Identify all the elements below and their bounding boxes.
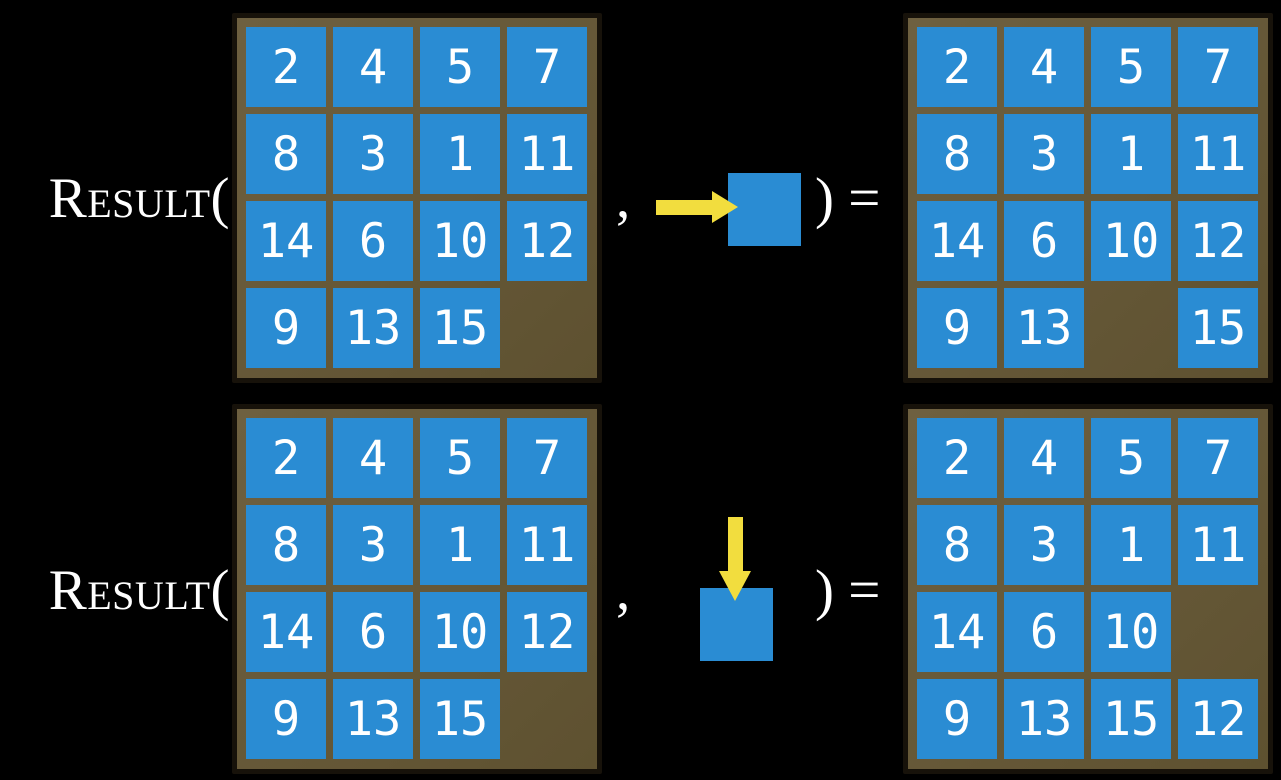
close-paren-equals-row1: ) = (815, 167, 881, 230)
puzzle-tile-9: 9 (246, 679, 326, 759)
puzzle-tile-4: 4 (333, 418, 413, 498)
puzzle-tile-15: 15 (420, 288, 500, 368)
puzzle-tile-11: 11 (507, 505, 587, 585)
puzzle-tile-4: 4 (333, 27, 413, 107)
puzzle-tile-7: 7 (507, 418, 587, 498)
puzzle-tile-8: 8 (917, 505, 997, 585)
moved-tile-square-row1 (728, 173, 801, 246)
puzzle-tile-14: 14 (246, 592, 326, 672)
puzzle-tile-12: 12 (1178, 679, 1258, 759)
puzzle-tile-6: 6 (333, 592, 413, 672)
move-right-arrow-icon (656, 191, 738, 224)
puzzle-tile-10: 10 (420, 592, 500, 672)
puzzle-tile-8: 8 (246, 505, 326, 585)
empty-cell (1178, 592, 1258, 672)
puzzle-tile-7: 7 (1178, 418, 1258, 498)
puzzle-tile-4: 4 (1004, 418, 1084, 498)
puzzle-tile-4: 4 (1004, 27, 1084, 107)
result-function-label-row1: Result( (48, 167, 230, 230)
puzzle-tile-6: 6 (1004, 592, 1084, 672)
puzzle-tile-1: 1 (1091, 505, 1171, 585)
puzzle-tile-7: 7 (507, 27, 587, 107)
puzzle-tile-12: 12 (507, 201, 587, 281)
puzzle-tile-2: 2 (246, 27, 326, 107)
arrow-shaft (728, 517, 743, 575)
result-function-label-row2: Result( (48, 559, 230, 622)
puzzle-tile-3: 3 (1004, 505, 1084, 585)
puzzle-tile-6: 6 (333, 201, 413, 281)
puzzle-tile-3: 3 (1004, 114, 1084, 194)
puzzle-tile-10: 10 (420, 201, 500, 281)
move-down-arrow-icon (719, 517, 752, 601)
puzzle-tile-15: 15 (1091, 679, 1171, 759)
puzzle-tile-1: 1 (420, 505, 500, 585)
puzzle-tile-2: 2 (917, 27, 997, 107)
puzzle-tile-13: 13 (1004, 288, 1084, 368)
puzzle-tile-14: 14 (917, 201, 997, 281)
puzzle-tile-6: 6 (1004, 201, 1084, 281)
puzzle-tile-15: 15 (420, 679, 500, 759)
puzzle-tile-5: 5 (420, 27, 500, 107)
puzzle-tile-10: 10 (1091, 592, 1171, 672)
puzzle-tile-11: 11 (1178, 114, 1258, 194)
puzzle-tile-2: 2 (917, 418, 997, 498)
puzzle-tile-12: 12 (507, 592, 587, 672)
puzzle-tile-5: 5 (1091, 27, 1171, 107)
puzzle-tile-8: 8 (246, 114, 326, 194)
puzzle-tile-9: 9 (917, 679, 997, 759)
puzzle-tile-5: 5 (420, 418, 500, 498)
puzzle-tile-11: 11 (507, 114, 587, 194)
puzzle-tile-15: 15 (1178, 288, 1258, 368)
puzzle-tile-3: 3 (333, 114, 413, 194)
empty-cell (1091, 288, 1171, 368)
empty-cell (507, 679, 587, 759)
puzzle-tile-13: 13 (333, 288, 413, 368)
comma-separator-row1: , (616, 167, 631, 230)
close-paren-equals-row2: ) = (815, 559, 881, 622)
puzzle-tile-9: 9 (917, 288, 997, 368)
arrow-head (712, 191, 738, 223)
puzzle-tile-14: 14 (246, 201, 326, 281)
puzzle-tile-7: 7 (1178, 27, 1258, 107)
puzzle-tile-1: 1 (420, 114, 500, 194)
puzzle-tile-10: 10 (1091, 201, 1171, 281)
puzzle-tile-8: 8 (917, 114, 997, 194)
puzzle-tile-2: 2 (246, 418, 326, 498)
arrow-head (719, 571, 751, 601)
puzzle-tile-11: 11 (1178, 505, 1258, 585)
puzzle-tile-14: 14 (917, 592, 997, 672)
puzzle-tile-13: 13 (333, 679, 413, 759)
puzzle-tile-5: 5 (1091, 418, 1171, 498)
puzzle-tile-9: 9 (246, 288, 326, 368)
puzzle-tile-12: 12 (1178, 201, 1258, 281)
puzzle-tile-3: 3 (333, 505, 413, 585)
puzzle-tile-13: 13 (1004, 679, 1084, 759)
puzzle-tile-1: 1 (1091, 114, 1171, 194)
arrow-shaft (656, 200, 718, 215)
comma-separator-row2: , (616, 559, 631, 622)
empty-cell (507, 288, 587, 368)
